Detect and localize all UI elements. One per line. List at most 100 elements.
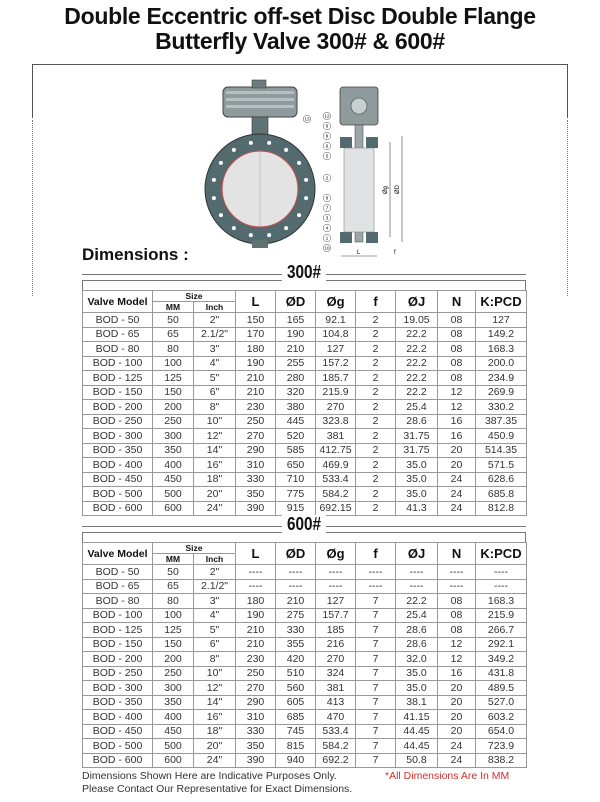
dim-g-label: Øg — [383, 186, 389, 194]
table-cell: 16 — [437, 413, 477, 429]
table-cell: 2 — [355, 355, 397, 371]
header-mm: MM — [152, 301, 194, 313]
table-cell: 7 — [355, 738, 397, 754]
table-cell: 470 — [315, 709, 357, 725]
table-cell: 323.8 — [315, 413, 357, 429]
table-cell: 7 — [355, 665, 397, 681]
frame-border-right — [567, 64, 568, 118]
bolt-hole — [297, 160, 302, 165]
callout-number: 10 — [324, 246, 330, 251]
table-cell: 250 — [152, 413, 194, 429]
table-cell: ---- — [475, 578, 528, 594]
table-cell: 20 — [437, 457, 477, 473]
table-cell: 127 — [475, 312, 528, 328]
table-cell: 270 — [235, 680, 277, 696]
callout-number: 3 — [326, 216, 329, 221]
table-cell: 400 — [152, 709, 194, 725]
frame-dotted-left — [32, 120, 33, 296]
table-cell: 775 — [275, 486, 317, 502]
table-cell: BOD - 100 — [82, 607, 153, 623]
table-cell: 2 — [355, 326, 397, 342]
table-cell: 35.0 — [395, 680, 439, 696]
title-line-2: Butterfly Valve 300# & 600# — [155, 28, 445, 54]
table-cell: 292.1 — [475, 636, 528, 652]
frame-border-left — [32, 64, 33, 118]
table-cell: 5" — [192, 370, 237, 386]
front-view — [204, 79, 316, 248]
table-cell: BOD - 65 — [82, 578, 153, 594]
table-cell: 7 — [355, 723, 397, 739]
bolt-hole — [231, 226, 236, 231]
table-cell: 500 — [152, 738, 194, 754]
table-cell: 390 — [235, 500, 277, 516]
table-cell: 6" — [192, 384, 237, 400]
table-cell: 35.0 — [395, 486, 439, 502]
table-cell: 310 — [235, 709, 277, 725]
table-cell: 80 — [152, 593, 194, 609]
table-cell: 381 — [315, 680, 357, 696]
table-cell: 8" — [192, 651, 237, 667]
table-cell: 149.2 — [475, 326, 528, 342]
table-cell: 600 — [152, 752, 194, 768]
table-cell: 650 — [275, 457, 317, 473]
bolt-hole — [304, 177, 309, 182]
table-cell: 28.6 — [395, 413, 439, 429]
table-cell: 10" — [192, 665, 237, 681]
table-cell: 31.75 — [395, 442, 439, 458]
table-cell: 533.4 — [315, 723, 357, 739]
bolt-hole — [211, 177, 216, 182]
table-cell: 250 — [235, 665, 277, 681]
table-cell: 6" — [192, 636, 237, 652]
table-cell: 210 — [275, 341, 317, 357]
table-cell: 514.35 — [475, 442, 528, 458]
table-cell: 24 — [437, 752, 477, 768]
table-cell: 200 — [152, 651, 194, 667]
units-note: *All Dimensions Are In MM — [385, 770, 510, 782]
table-cell: 355 — [275, 636, 317, 652]
table-cell: 165 — [275, 312, 317, 328]
callout-circle — [322, 203, 332, 213]
table-cell: 12 — [437, 651, 477, 667]
header-inch: Inch — [192, 553, 237, 565]
table-cell: 654.0 — [475, 723, 528, 739]
callout-number: 5 — [326, 154, 329, 159]
callout-number: 7 — [326, 206, 329, 211]
table-cell: 2 — [355, 457, 397, 473]
table-cell: 185 — [315, 622, 357, 638]
table-cell: 584.2 — [315, 738, 357, 754]
table-cell: 2 — [355, 413, 397, 429]
table-cell: 215.9 — [475, 607, 528, 623]
table-cell: 5" — [192, 622, 237, 638]
table-cell: 200 — [152, 399, 194, 415]
table-cell: BOD - 600 — [82, 500, 153, 516]
table-cell: 7 — [355, 752, 397, 768]
bolt-hole — [267, 140, 272, 145]
callout-circle — [322, 213, 332, 223]
table-cell: 255 — [275, 355, 317, 371]
table-cell: 41.15 — [395, 709, 439, 725]
table-cell: 584.2 — [315, 486, 357, 502]
table-cell: 210 — [235, 636, 277, 652]
bolt-hole — [304, 196, 309, 201]
table-cell: 16 — [437, 428, 477, 444]
table-cell: 692.15 — [315, 500, 357, 516]
table-cell: 324 — [315, 665, 357, 681]
page-title: Double Eccentric off-set Disc Double Fla… — [0, 4, 600, 54]
header-l: L — [235, 542, 277, 565]
table-cell: 815 — [275, 738, 317, 754]
table-cell: 44.45 — [395, 738, 439, 754]
table-cell: 600 — [152, 500, 194, 516]
table-cell: BOD - 600 — [82, 752, 153, 768]
table-cell: 320 — [275, 384, 317, 400]
table-cell: BOD - 200 — [82, 651, 153, 667]
table-cell: 445 — [275, 413, 317, 429]
table-cell: 80 — [152, 341, 194, 357]
table-cell: 104.8 — [315, 326, 357, 342]
callout-number: 1 — [326, 236, 329, 241]
